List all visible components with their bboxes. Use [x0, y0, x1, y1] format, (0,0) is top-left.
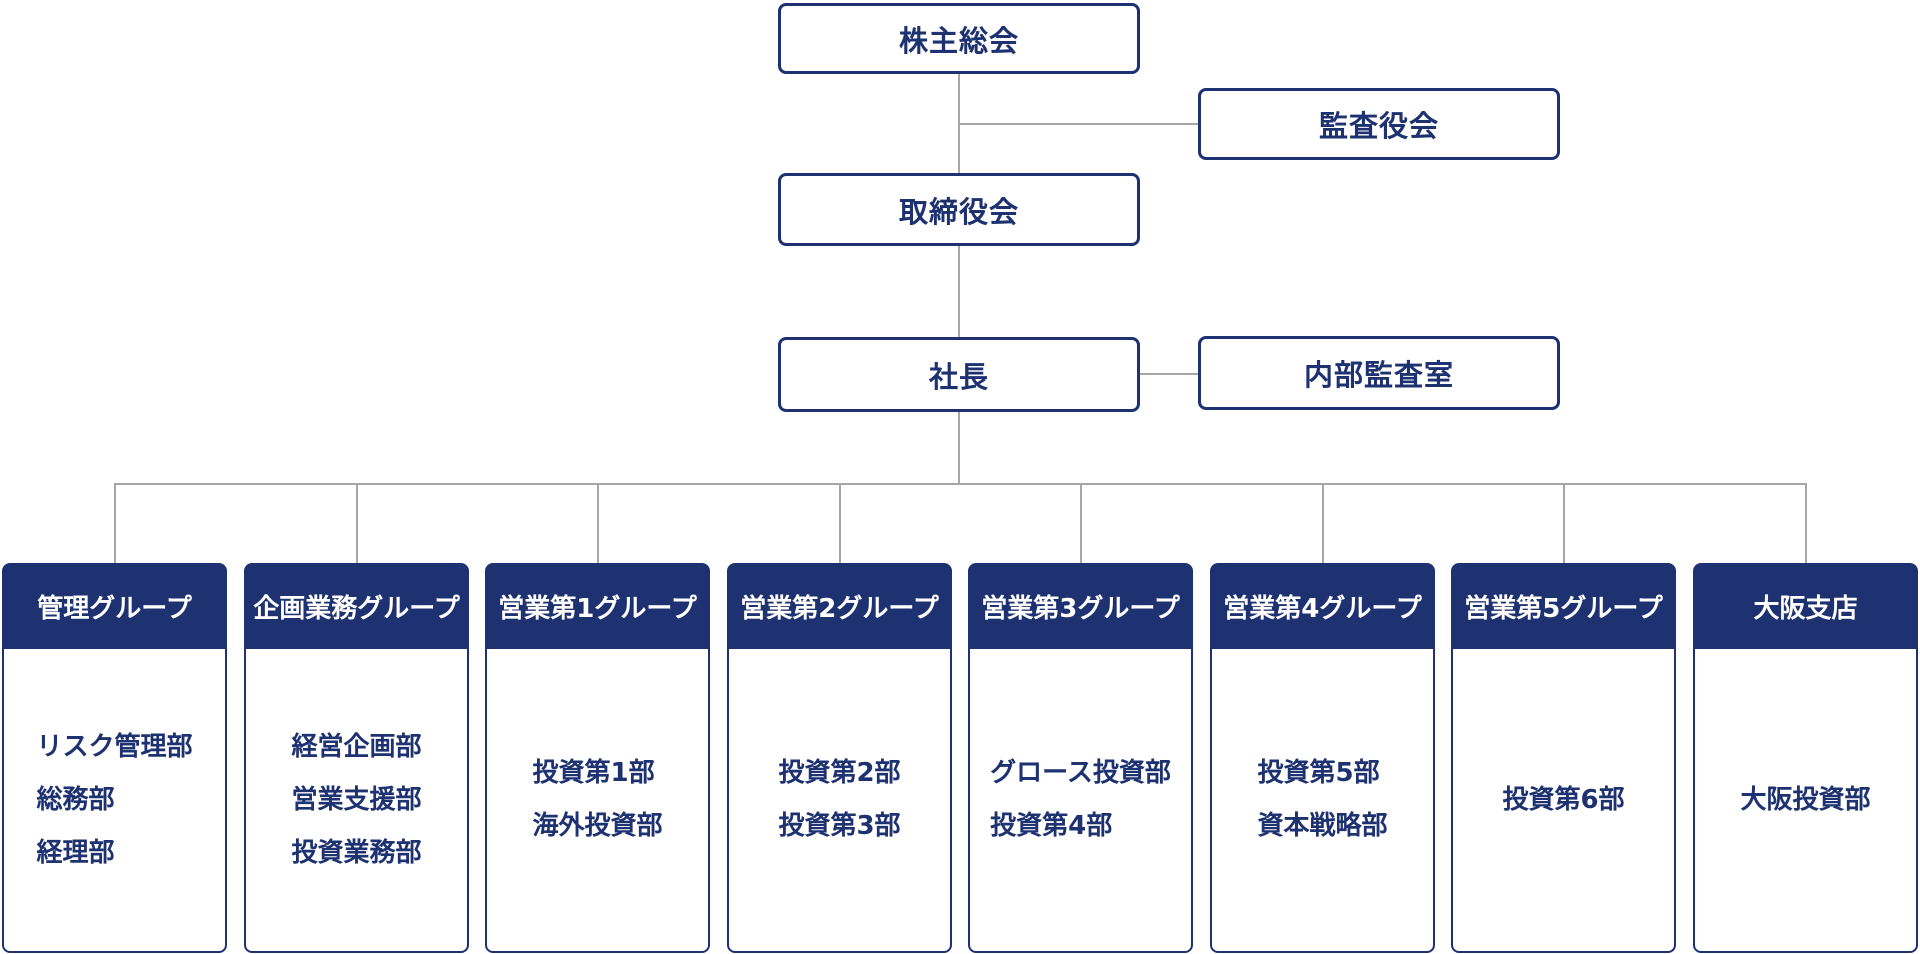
- department-item: 投資第3部: [778, 811, 901, 841]
- group-body: グロース投資部投資第4部: [968, 649, 1193, 953]
- connector-branch-audit-board: [959, 123, 1198, 125]
- department-item: 投資第4部: [990, 811, 1113, 841]
- department-item: 経営企画部: [291, 731, 422, 762]
- department-item: 投資第1部: [532, 758, 655, 788]
- group-body: 経営企画部営業支援部投資業務部: [244, 649, 469, 953]
- department-item: 経理部: [36, 837, 115, 868]
- connector-trunk-to-group: [597, 483, 599, 563]
- group-header: 営業第1グループ: [485, 563, 710, 649]
- department-item: 総務部: [36, 784, 115, 815]
- department-list: 投資第1部海外投資部: [532, 747, 662, 853]
- group-body: 投資第1部海外投資部: [485, 649, 710, 953]
- group-box: 営業第5グループ 投資第6部: [1451, 563, 1676, 953]
- department-list: 投資第6部: [1502, 774, 1624, 827]
- node-president: 社長: [778, 337, 1140, 412]
- connector-president-trunk: [958, 412, 960, 484]
- group-header: 大阪支店: [1693, 563, 1918, 649]
- group-header: 企画業務グループ: [244, 563, 469, 649]
- node-audit-board: 監査役会: [1198, 88, 1560, 160]
- connector-trunk-to-group: [839, 483, 841, 563]
- department-list: 経営企画部営業支援部投資業務部: [291, 721, 421, 880]
- group-body: 投資第2部投資第3部: [727, 649, 952, 953]
- group-header: 管理グループ: [2, 563, 227, 649]
- group-header: 営業第3グループ: [968, 563, 1193, 649]
- department-list: 投資第2部投資第3部: [778, 747, 900, 853]
- connector-board-president: [958, 246, 960, 337]
- department-item: 投資第6部: [1502, 784, 1625, 815]
- department-item: 海外投資部: [532, 811, 663, 841]
- connector-trunk-to-group: [356, 483, 358, 563]
- group-box: 管理グループ リスク管理部総務部経理部: [2, 563, 227, 953]
- group-body: 投資第5部資本戦略部: [1210, 649, 1435, 953]
- department-item: 大阪投資部: [1740, 784, 1871, 815]
- connector-trunk: [114, 483, 1806, 485]
- group-box: 営業第4グループ 投資第5部資本戦略部: [1210, 563, 1435, 953]
- department-list: 投資第5部資本戦略部: [1257, 747, 1387, 853]
- group-body: リスク管理部総務部経理部: [2, 649, 227, 953]
- department-item: 投資業務部: [291, 837, 422, 868]
- group-header: 営業第2グループ: [727, 563, 952, 649]
- connector-president-internal-audit: [1140, 373, 1198, 375]
- group-body: 大阪投資部: [1693, 649, 1918, 953]
- department-list: リスク管理部総務部経理部: [36, 721, 192, 880]
- group-header: 営業第4グループ: [1210, 563, 1435, 649]
- department-list: グロース投資部投資第4部: [990, 747, 1171, 853]
- connector-trunk-to-group: [1563, 483, 1565, 563]
- connector-trunk-to-group: [114, 483, 116, 563]
- department-list: 大阪投資部: [1740, 774, 1870, 827]
- department-item: 営業支援部: [291, 784, 422, 815]
- node-internal-audit-office: 内部監査室: [1198, 336, 1560, 410]
- connector-trunk-to-group: [1805, 483, 1807, 563]
- department-item: 資本戦略部: [1257, 811, 1388, 841]
- department-item: リスク管理部: [36, 731, 193, 762]
- node-shareholders-meeting: 株主総会: [778, 3, 1140, 74]
- group-body: 投資第6部: [1451, 649, 1676, 953]
- connector-trunk-to-group: [1080, 483, 1082, 563]
- connector-trunk-to-group: [1322, 483, 1324, 563]
- group-box: 営業第3グループ グロース投資部投資第4部: [968, 563, 1193, 953]
- group-box: 大阪支店 大阪投資部: [1693, 563, 1918, 953]
- department-item: 投資第5部: [1257, 758, 1380, 788]
- department-item: 投資第2部: [778, 758, 901, 788]
- group-box: 企画業務グループ 経営企画部営業支援部投資業務部: [244, 563, 469, 953]
- group-box: 営業第1グループ 投資第1部海外投資部: [485, 563, 710, 953]
- department-item: グロース投資部: [990, 758, 1171, 788]
- group-box: 営業第2グループ 投資第2部投資第3部: [727, 563, 952, 953]
- group-header: 営業第5グループ: [1451, 563, 1676, 649]
- node-board-of-directors: 取締役会: [778, 173, 1140, 246]
